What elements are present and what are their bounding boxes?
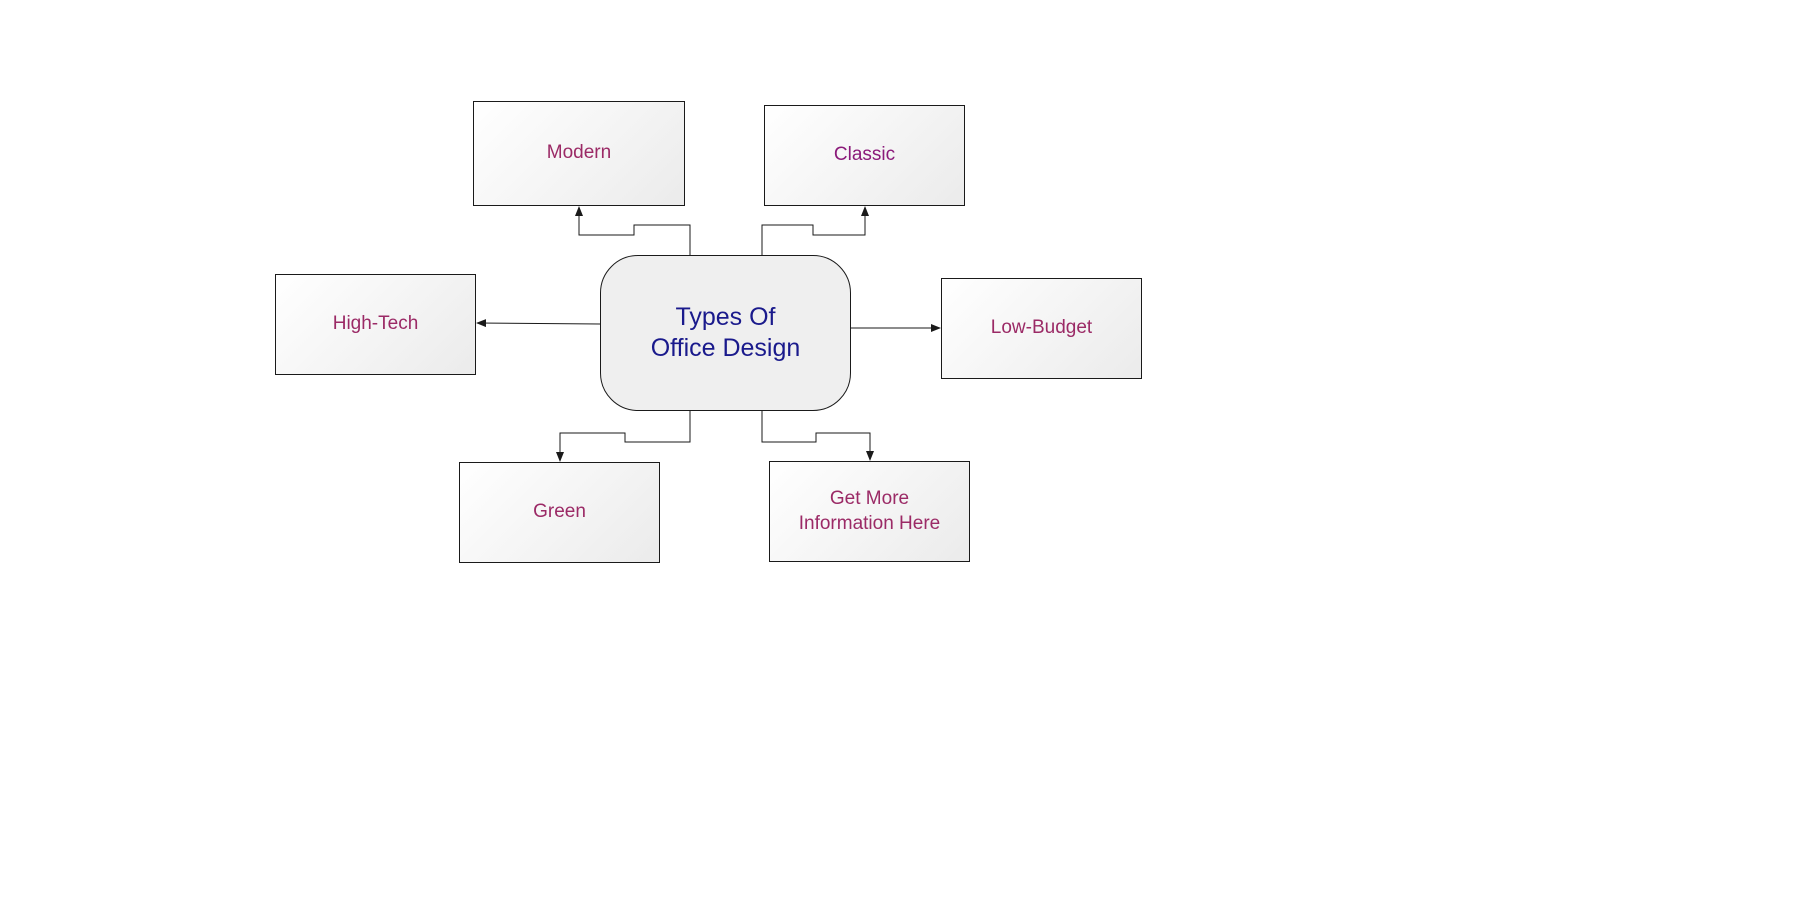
connector-central-to-more-info — [761, 411, 874, 461]
node-get-more-information-label: Get More Information Here — [798, 487, 941, 534]
node-low-budget[interactable]: Low-Budget — [941, 278, 1142, 379]
central-topic-node[interactable]: Types Of Office Design — [600, 255, 851, 411]
node-low-budget-label: Low-Budget — [990, 317, 1093, 339]
node-high-tech-label: High-Tech — [332, 313, 419, 335]
connector-central-to-classic — [761, 206, 869, 255]
node-green[interactable]: Green — [459, 462, 660, 563]
connector-central-to-green — [556, 411, 691, 462]
connector-central-to-modern — [575, 206, 691, 255]
node-classic[interactable]: Classic — [764, 105, 965, 206]
node-green-label: Green — [533, 501, 586, 523]
node-get-more-information[interactable]: Get More Information Here — [769, 461, 970, 562]
central-topic-label: Types Of Office Design — [650, 302, 801, 362]
node-modern[interactable]: Modern — [473, 101, 685, 206]
node-high-tech[interactable]: High-Tech — [275, 274, 476, 375]
node-modern-label: Modern — [546, 142, 612, 164]
connector-central-to-high-tech — [476, 319, 601, 328]
node-classic-label: Classic — [833, 144, 896, 166]
